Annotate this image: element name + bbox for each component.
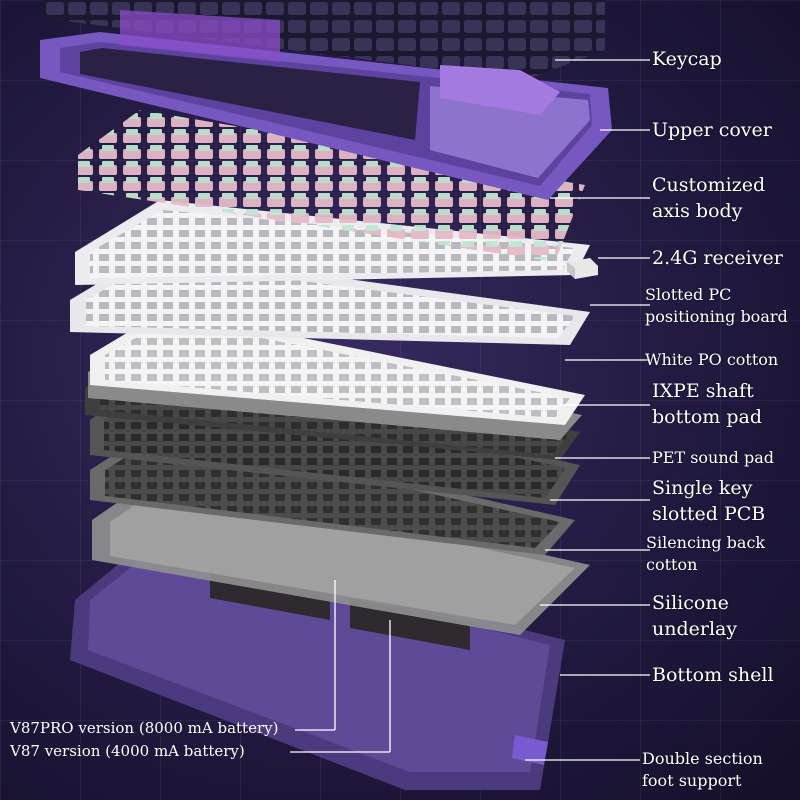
label-line: bottom pad bbox=[652, 406, 763, 428]
label-foot-support: Double section foot support bbox=[642, 748, 763, 792]
switch-plate-layer bbox=[75, 200, 590, 285]
label-upper-cover: Upper cover bbox=[652, 119, 772, 141]
label-line: underlay bbox=[652, 618, 738, 640]
keycaps-layer bbox=[42, 0, 605, 115]
battery-note-pro: V87PRO version (8000 mA battery) bbox=[10, 719, 279, 737]
label-silencing-back-cotton: Silencing back cotton bbox=[646, 532, 765, 576]
label-line: axis body bbox=[652, 200, 743, 222]
label-line: cotton bbox=[646, 555, 698, 574]
leader-lines bbox=[290, 59, 650, 761]
label-pet-sound-pad: PET sound pad bbox=[652, 448, 775, 467]
label-line: Customized bbox=[652, 174, 766, 196]
label-silicone-underlay: Silicone underlay bbox=[652, 590, 737, 642]
label-bottom-shell: Bottom shell bbox=[652, 664, 774, 686]
label-line: IXPE shaft bbox=[652, 380, 754, 402]
white-po-cotton-layer bbox=[90, 310, 585, 425]
label-white-po-cotton: White PO cotton bbox=[645, 350, 779, 369]
switches-layer bbox=[78, 110, 585, 262]
label-receiver: 2.4G receiver bbox=[652, 247, 783, 269]
label-keycap: Keycap bbox=[652, 48, 722, 70]
label-line: Silicone bbox=[652, 592, 729, 614]
label-customized-axis-body: Customized axis body bbox=[652, 172, 765, 224]
battery-note-standard: V87 version (4000 mA battery) bbox=[10, 742, 245, 760]
label-line: slotted PCB bbox=[652, 503, 766, 525]
label-positioning-board: Slotted PC positioning board bbox=[645, 284, 788, 328]
label-line: Slotted PC bbox=[645, 285, 732, 304]
label-line: positioning board bbox=[645, 307, 788, 326]
label-line: foot support bbox=[642, 771, 742, 790]
receiver-dongle bbox=[567, 258, 598, 279]
label-line: Double section bbox=[642, 749, 763, 768]
label-line: Silencing back bbox=[646, 533, 766, 552]
label-line: Single key bbox=[652, 477, 753, 499]
label-single-key-pcb: Single key slotted PCB bbox=[652, 475, 765, 527]
label-ixpe-pad: IXPE shaft bottom pad bbox=[652, 378, 762, 430]
